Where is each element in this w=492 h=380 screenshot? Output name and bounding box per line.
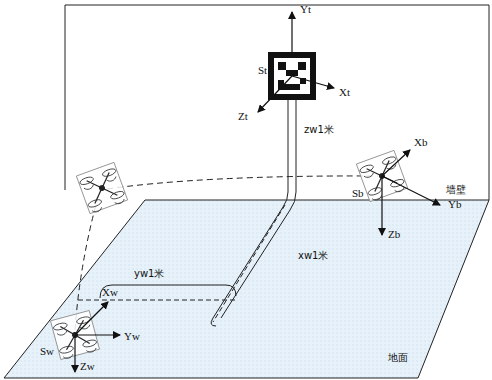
- axis-label: Xw: [102, 286, 118, 298]
- axis-label: Yb: [448, 198, 461, 210]
- distance-bracket: [211, 100, 296, 326]
- axis-label: Sb: [352, 187, 364, 199]
- axis-label: zw1米: [304, 124, 334, 135]
- axis-label: Sw: [40, 345, 54, 357]
- axis-label: Yw: [124, 330, 140, 342]
- drone-symbol: [76, 162, 128, 214]
- axis-label: Yt: [300, 3, 311, 15]
- axis-label: St: [258, 64, 267, 76]
- axis-label: Zb: [388, 228, 400, 240]
- world-axes: [75, 302, 120, 372]
- body-axes: [382, 150, 440, 235]
- axis-label: 地面: [388, 352, 408, 363]
- marker-axes: [258, 12, 334, 112]
- axis-label: Xb: [414, 136, 427, 148]
- floor-plane: [4, 200, 489, 378]
- axis-label: yw1米: [134, 268, 164, 279]
- axis-label: Zw: [80, 360, 95, 372]
- wall-outline: [65, 5, 489, 200]
- axis-label: Xt: [339, 86, 350, 98]
- axis-label: 墙壁: [446, 184, 466, 195]
- axis-label: Zt: [238, 110, 248, 122]
- axis-label: xw1米: [298, 250, 328, 261]
- distance-bracket: [78, 285, 236, 300]
